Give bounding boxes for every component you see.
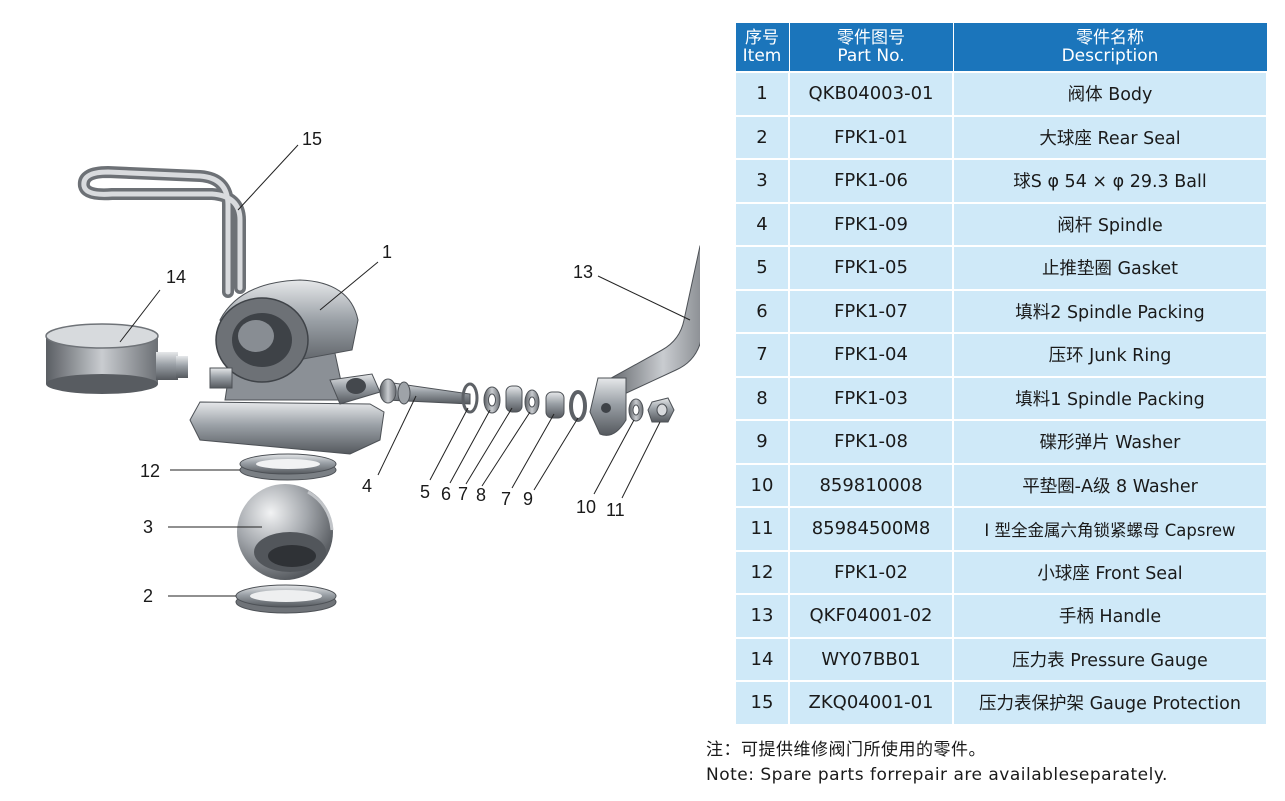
cell-description: 平垫圈-A级 8 Washer <box>952 462 1268 508</box>
cell-part-no: FPK1-01 <box>788 114 954 160</box>
cell-part-no: 85984500M8 <box>788 506 954 552</box>
cell-description: 球S φ 54 × φ 29.3 Ball <box>952 158 1268 204</box>
packing-stack-part <box>461 382 587 422</box>
exploded-view-diagram: 15 1 14 13 12 4 5 6 7 8 7 9 10 11 3 2 <box>45 129 700 614</box>
header-item: 序号 Item <box>734 22 790 73</box>
note-en: Note: Spare parts forrepair are availabl… <box>706 765 1168 785</box>
callout-10: 10 <box>576 497 596 517</box>
callout-7: 7 <box>458 484 468 504</box>
cell-part-no: FPK1-09 <box>788 201 954 247</box>
cell-item: 14 <box>734 636 790 682</box>
cell-item: 7 <box>734 332 790 378</box>
ball-part <box>237 484 334 580</box>
note-zh: 注：可提供维修阀门所使用的零件。 <box>706 740 986 760</box>
cell-item: 3 <box>734 158 790 204</box>
cell-description: 止推垫圈 Gasket <box>952 245 1268 291</box>
cell-description: 小球座 Front Seal <box>952 549 1268 595</box>
cell-description: 大球座 Rear Seal <box>952 114 1268 160</box>
table-header-row: 序号 Item 零件图号 Part No. 零件名称 Description <box>734 22 1268 73</box>
cell-description: 压力表 Pressure Gauge <box>952 636 1268 682</box>
callout-7b: 7 <box>501 489 511 509</box>
gauge-protection-part <box>77 165 246 298</box>
cell-description: 碟形弹片 Washer <box>952 419 1268 465</box>
cell-item: 12 <box>734 549 790 595</box>
cell-item: 10 <box>734 462 790 508</box>
cell-item: 1 <box>734 71 790 117</box>
front-seal-part <box>239 453 337 481</box>
cell-part-no: FPK1-04 <box>788 332 954 378</box>
cell-part-no: WY07BB01 <box>788 636 954 682</box>
spare-parts-note: 注：可提供维修阀门所使用的零件。 Note: Spare parts forre… <box>706 738 1168 788</box>
callout-9: 9 <box>523 489 533 509</box>
cell-description: 手柄 Handle <box>952 593 1268 639</box>
header-part-no: 零件图号 Part No. <box>788 22 954 73</box>
valve-body-part <box>189 279 385 455</box>
cell-part-no: 859810008 <box>788 462 954 508</box>
cell-description: I 型全金属六角锁紧螺母 Capsrew <box>952 506 1268 552</box>
cell-item: 9 <box>734 419 790 465</box>
cell-part-no: FPK1-07 <box>788 288 954 334</box>
callout-13: 13 <box>573 262 593 282</box>
cell-part-no: ZKQ04001-01 <box>788 680 954 726</box>
cell-item: 13 <box>734 593 790 639</box>
cell-item: 4 <box>734 201 790 247</box>
callout-labels: 15 1 14 13 12 4 5 6 7 8 7 9 10 11 3 2 <box>140 129 625 606</box>
cell-description: 压环 Junk Ring <box>952 332 1268 378</box>
cell-item: 5 <box>734 245 790 291</box>
cell-part-no: FPK1-06 <box>788 158 954 204</box>
cell-part-no: FPK1-03 <box>788 375 954 421</box>
callout-2: 2 <box>143 586 153 606</box>
cell-item: 2 <box>734 114 790 160</box>
cell-part-no: QKF04001-02 <box>788 593 954 639</box>
cell-description: 阀杆 Spindle <box>952 201 1268 247</box>
handle-part <box>589 245 700 436</box>
cell-part-no: QKB04003-01 <box>788 71 954 117</box>
callout-15: 15 <box>302 129 322 149</box>
header-description: 零件名称 Description <box>952 22 1268 73</box>
cell-part-no: FPK1-02 <box>788 549 954 595</box>
cell-item: 15 <box>734 680 790 726</box>
cell-item: 11 <box>734 506 790 552</box>
leader-lines <box>119 144 691 597</box>
callout-6: 6 <box>441 484 451 504</box>
cell-item: 6 <box>734 288 790 334</box>
spindle-part <box>379 378 471 405</box>
callout-11: 11 <box>606 500 625 520</box>
cell-item: 8 <box>734 375 790 421</box>
callout-12: 12 <box>140 461 160 481</box>
cell-description: 压力表保护架 Gauge Protection <box>952 680 1268 726</box>
callout-4: 4 <box>362 476 372 496</box>
cell-description: 阀体 Body <box>952 71 1268 117</box>
cell-part-no: FPK1-05 <box>788 245 954 291</box>
callout-14: 14 <box>166 267 186 287</box>
callout-8: 8 <box>476 485 486 505</box>
cell-part-no: FPK1-08 <box>788 419 954 465</box>
callout-5: 5 <box>420 482 430 502</box>
cell-description: 填料2 Spindle Packing <box>952 288 1268 334</box>
washer-nut-part <box>628 397 675 423</box>
cell-description: 填料1 Spindle Packing <box>952 375 1268 421</box>
rear-seal-part <box>235 584 337 614</box>
callout-1: 1 <box>382 242 392 262</box>
parts-table: 序号 Item 零件图号 Part No. 零件名称 Description 1… <box>734 22 1268 726</box>
pressure-gauge-part <box>45 323 188 394</box>
callout-3: 3 <box>143 517 153 537</box>
